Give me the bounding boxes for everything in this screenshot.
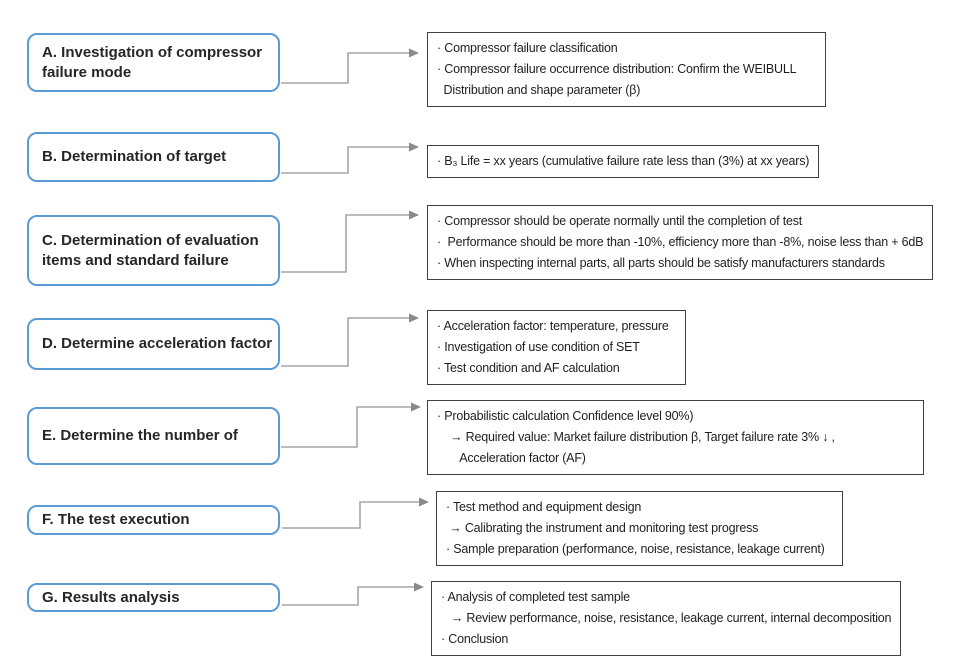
detail-box-investigation-failure-mode: · Compressor failure classification · Co… [427,32,826,107]
step-label: C. Determination of evaluation items and… [42,231,259,269]
detail-line: · Test condition and AF calculation [437,361,620,375]
detail-line: → Review performance, noise, resistance,… [441,611,892,625]
connector-arrow-d [281,313,419,367]
detail-box-determination-of-target: · B₃ Life = xx years (cumulative failure… [427,145,820,178]
detail-line: · Probabilistic calculation Confidence l… [437,409,694,423]
connector-arrow-g [282,582,424,606]
detail-box-evaluation-items: · Compressor should be operate normally … [427,205,934,280]
step-label: F. The test execution [42,511,190,528]
detail-line: · Investigation of use condition of SET [437,340,640,354]
detail-line: · B₃ Life = xx years (cumulative failure… [437,154,810,168]
connector-arrow-c [281,210,419,273]
step-box-acceleration-factor: D. Determine acceleration factor [27,318,280,370]
step-label: E. Determine the number of [42,427,238,444]
detail-line: → Calibrating the instrument and monitor… [446,521,759,535]
detail-box-acceleration-factor: · Acceleration factor: temperature, pres… [427,310,686,385]
connector-arrow-f [282,497,429,529]
detail-line: · Test method and equipment design [446,500,642,514]
step-label: B. Determination of target [42,148,227,165]
detail-line: · Performance should be more than -10%, … [437,235,924,249]
connector-arrow-b [281,142,419,174]
step-label: D. Determine acceleration factor [42,335,273,352]
detail-line: Acceleration factor (AF) [437,451,586,465]
connector-arrow-a [281,48,419,84]
detail-line: · Compressor failure occurrence distribu… [437,62,797,76]
detail-line: · When inspecting internal parts, all pa… [437,256,885,270]
detail-line: · Compressor failure classification [437,41,618,55]
step-box-test-execution: F. The test execution [27,505,280,535]
detail-line: Distribution and shape parameter (β) [437,83,641,97]
step-box-investigation-failure-mode: A. Investigation of compressor failure m… [27,33,280,92]
detail-box-determine-number: · Probabilistic calculation Confidence l… [427,400,924,475]
detail-box-test-execution: · Test method and equipment design → Cal… [436,491,843,566]
step-label: A. Investigation of compressor failure m… [42,43,263,81]
connector-arrow-e [281,402,421,448]
detail-line: · Sample preparation (performance, noise… [446,542,825,556]
detail-line: · Compressor should be operate normally … [437,214,803,228]
detail-line: → Required value: Market failure distrib… [437,430,835,444]
detail-line: · Analysis of completed test sample [441,590,630,604]
step-box-determine-number: E. Determine the number of [27,407,280,465]
detail-line: · Conclusion [441,632,509,646]
detail-line: · Acceleration factor: temperature, pres… [437,319,669,333]
step-box-results-analysis: G. Results analysis [27,583,280,612]
step-box-evaluation-items: C. Determination of evaluation items and… [27,215,280,286]
step-label: G. Results analysis [42,588,180,606]
detail-box-results-analysis: · Analysis of completed test sample → Re… [431,581,902,656]
step-box-determination-of-target: B. Determination of target [27,132,280,182]
